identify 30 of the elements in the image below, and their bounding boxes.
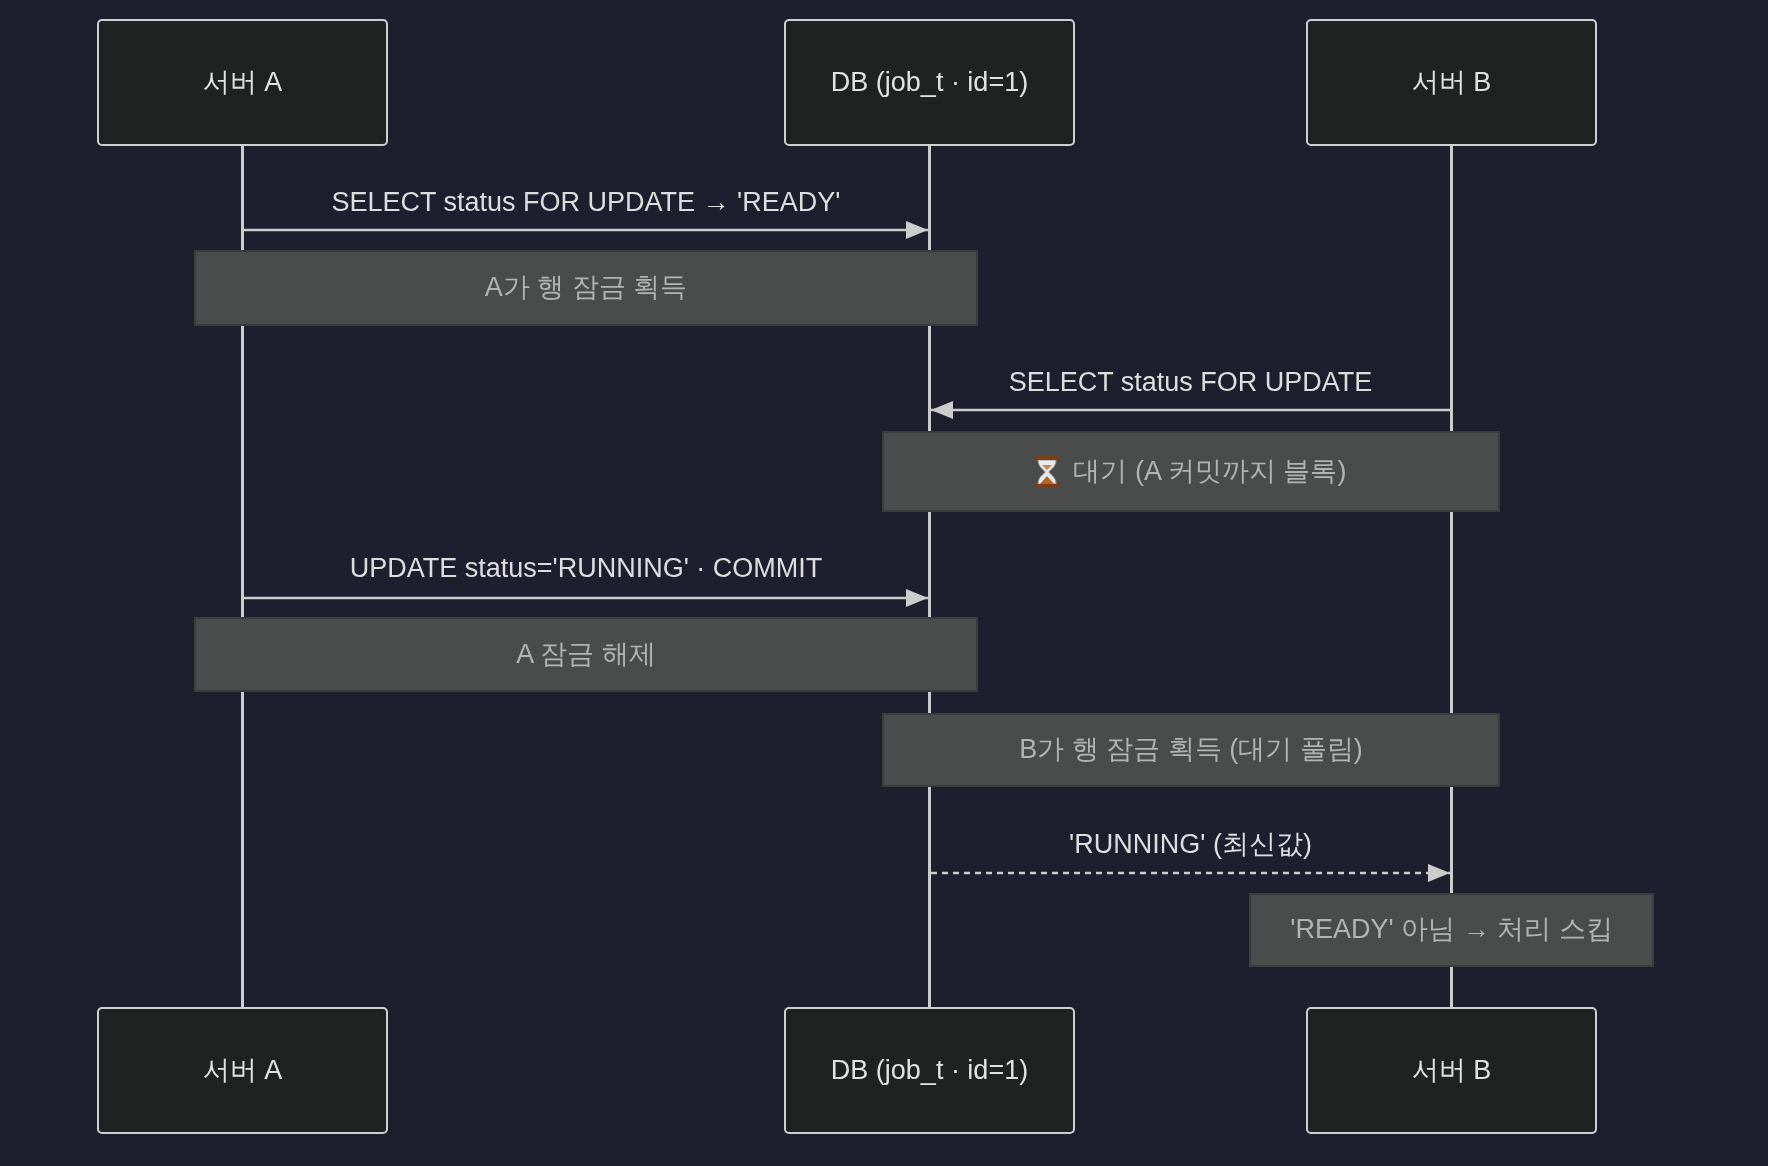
note-text: 대기 (A 커밋까지 블록) — [1073, 455, 1347, 487]
participant-box — [1306, 1007, 1597, 1134]
message-label: UPDATE status='RUNNING' · COMMIT — [349, 553, 823, 585]
message-label: 'RUNNING' (최신값) — [1069, 829, 1312, 861]
participant-box — [97, 1007, 388, 1134]
participant-label: 서버 A — [202, 66, 283, 98]
participant-box — [784, 1007, 1075, 1134]
note-box — [194, 250, 978, 326]
note-box — [1249, 893, 1654, 967]
note-box — [194, 617, 978, 692]
note-text: A가 행 잠금 획득 — [484, 272, 688, 304]
participant-label: 서버 A — [202, 1054, 283, 1086]
message-arrow — [244, 221, 928, 239]
message-arrow — [931, 864, 1450, 882]
participant-box — [784, 19, 1075, 146]
participant-label: 서버 B — [1411, 66, 1492, 98]
participant-label: DB (job_t · id=1) — [830, 1054, 1029, 1086]
message-label: SELECT status FOR UPDATE → 'READY' — [331, 187, 841, 219]
participant-box — [97, 19, 388, 146]
message-arrow — [931, 401, 1450, 419]
note-text: A 잠금 해제 — [516, 638, 656, 670]
message-arrow — [244, 589, 928, 607]
note-text: 'READY' 아님 → 처리 스킵 — [1290, 914, 1613, 946]
participant-label: DB (job_t · id=1) — [830, 66, 1029, 98]
message-label: SELECT status FOR UPDATE — [1008, 367, 1373, 399]
participant-label: 서버 B — [1411, 1054, 1492, 1086]
note-box — [882, 713, 1500, 787]
participant-box — [1306, 19, 1597, 146]
note-text: B가 행 잠금 획득 (대기 풀림) — [1019, 734, 1363, 766]
note-box — [882, 431, 1500, 512]
